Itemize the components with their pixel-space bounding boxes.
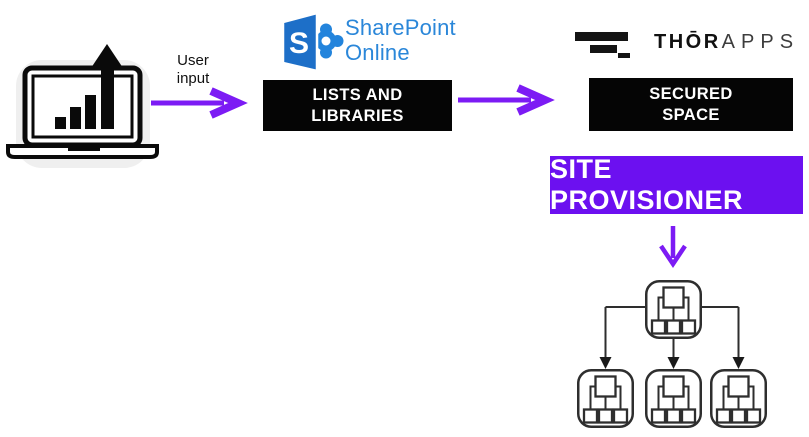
parent-site-node <box>645 280 702 339</box>
laptop-base-notch <box>68 146 100 151</box>
arrow-provisioner-to-sites <box>659 226 687 269</box>
laptop-base <box>6 144 159 159</box>
thor-bar-small <box>618 53 630 58</box>
thor-bar-top <box>575 32 628 41</box>
child-site-node-right <box>710 369 767 428</box>
site-hierarchy-icon <box>577 280 767 428</box>
thor-bar-middle <box>590 45 617 53</box>
upload-arrow-icon <box>91 44 123 129</box>
arrow-lists-to-secured <box>458 84 555 116</box>
laptop-screen-inner <box>31 74 134 139</box>
site-provisioner-label: SITE PROVISIONER <box>550 154 744 215</box>
sharepoint-logo-icon: S <box>281 11 344 73</box>
user-input-line2: input <box>176 70 210 87</box>
arrow-user-to-lists <box>151 87 248 119</box>
secured-box-line1: SECURED <box>649 84 733 103</box>
lists-and-libraries-box: LISTS AND LIBRARIES <box>263 80 452 131</box>
thor-wordmark-strong: THŌR <box>654 31 721 53</box>
hierarchy-connectors <box>599 306 745 369</box>
sharepoint-title-line1: SharePoint <box>345 15 456 40</box>
user-input-line1: User <box>177 52 209 69</box>
thorapps-wordmark: THŌRAPPS <box>654 30 804 54</box>
thor-wordmark-light: APPS <box>721 31 800 53</box>
sharepoint-wordmark: SharePoint Online <box>345 15 465 65</box>
site-provisioner-box: SITE PROVISIONER <box>550 154 803 215</box>
child-site-node-left <box>577 369 634 428</box>
sharepoint-book-shape <box>281 11 319 73</box>
secured-box-line2: SPACE <box>662 105 720 124</box>
user-input-label: User input <box>158 52 228 88</box>
sharepoint-title-line2: Online <box>345 40 410 65</box>
child-site-node-middle <box>645 369 702 428</box>
laptop-upload-chart-icon <box>6 44 159 168</box>
secured-space-box: SECURED SPACE <box>589 78 793 131</box>
lists-box-line2: LIBRARIES <box>311 106 404 125</box>
lists-box-line1: LISTS AND <box>312 85 403 104</box>
bar-chart-icon <box>55 95 96 129</box>
sharepoint-gear-icon <box>308 23 344 59</box>
sharepoint-icon-letter: S <box>289 27 309 60</box>
